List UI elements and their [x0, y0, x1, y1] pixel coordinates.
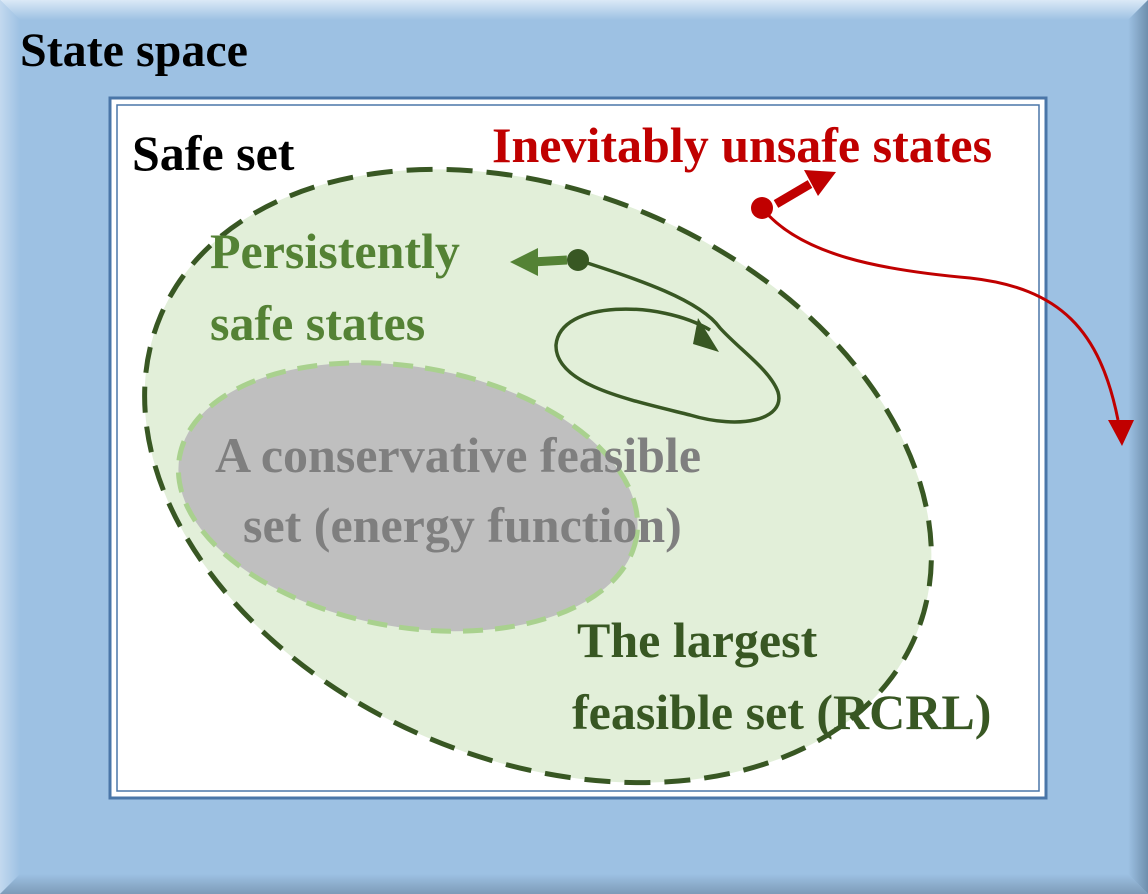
persistent-label-line1: Persistently — [210, 223, 460, 279]
persistent-label-line2: safe states — [210, 295, 425, 351]
largest-label-line2: feasible set (RCRL) — [572, 684, 991, 740]
unsafe-arrow-head — [804, 170, 836, 196]
state-space-label: State space — [20, 24, 248, 77]
bevel-right — [1128, 0, 1148, 894]
safe-set-label: Safe set — [132, 125, 295, 181]
unsafe-trajectory — [760, 207, 1120, 421]
bevel-left — [0, 0, 20, 894]
largest-label-line1: The largest — [577, 612, 818, 668]
persistent-arrow-head — [510, 248, 538, 276]
conservative-label-line2: set (energy function) — [243, 497, 682, 553]
conservative-label-line1: A conservative feasible — [215, 427, 701, 483]
bevel-top — [0, 0, 1148, 20]
persistent-start-point — [567, 249, 589, 271]
bevel-bottom — [0, 874, 1148, 894]
persistent-trajectory — [554, 258, 781, 424]
unsafe-label: Inevitably unsafe states — [492, 117, 992, 173]
unsafe-start-point — [751, 197, 773, 219]
unsafe-trajectory-arrowhead — [1108, 420, 1134, 446]
unsafe-arrow-shaft — [773, 180, 813, 208]
conservative-feasible-set — [175, 360, 641, 634]
safe-set-inner-border — [116, 104, 1040, 792]
persistent-trajectory-arrowhead — [693, 318, 719, 352]
